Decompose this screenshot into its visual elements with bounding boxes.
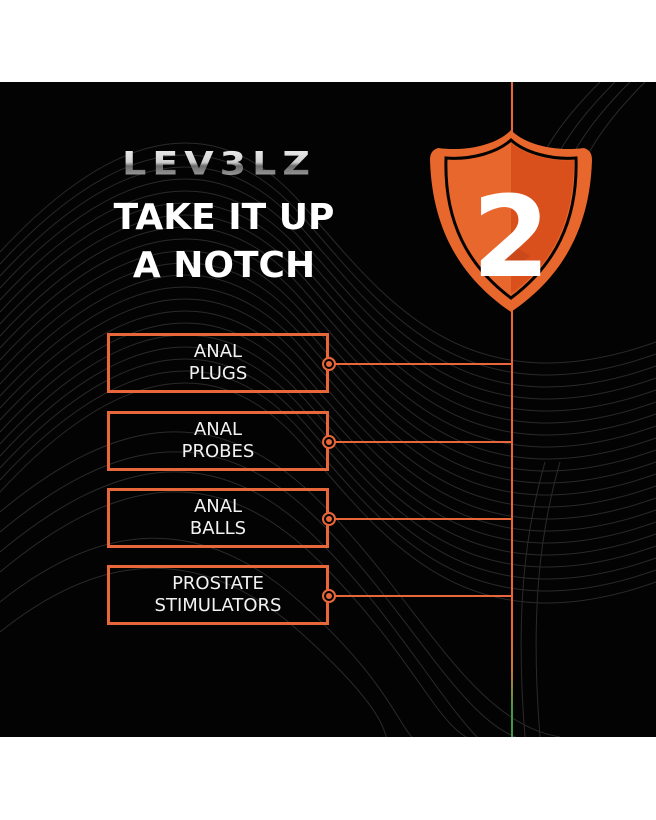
category-label-line2: BALLS bbox=[189, 518, 247, 539]
node-circle-icon bbox=[322, 512, 336, 526]
category-label-line2: PROBES bbox=[181, 441, 255, 462]
category-box-anal-balls[interactable]: ANAL BALLS bbox=[107, 488, 329, 548]
category-box-prostate-stimulators[interactable]: PROSTATE STIMULATORS bbox=[107, 565, 329, 625]
headline: TAKE IT UP A NOTCH bbox=[94, 194, 354, 290]
connector-line bbox=[331, 363, 512, 365]
category-label-line2: PLUGS bbox=[188, 363, 248, 384]
node-circle-icon bbox=[322, 435, 336, 449]
connector-line bbox=[331, 595, 512, 597]
headline-line-1: TAKE IT UP bbox=[113, 197, 335, 238]
category-box-anal-plugs[interactable]: ANAL PLUGS bbox=[107, 333, 329, 393]
svg-text:2: 2 bbox=[472, 173, 550, 303]
category-label-line1: ANAL bbox=[193, 341, 243, 362]
category-label-line1: PROSTATE bbox=[172, 573, 264, 594]
category-label-line1: ANAL bbox=[193, 496, 243, 517]
brand-logo: LEV3LZ bbox=[122, 145, 316, 183]
node-circle-icon bbox=[322, 357, 336, 371]
headline-line-2: A NOTCH bbox=[132, 245, 316, 286]
shield-icon: 2 bbox=[430, 130, 592, 312]
node-circle-icon bbox=[322, 589, 336, 603]
svg-text:LEV3LZ: LEV3LZ bbox=[122, 145, 316, 183]
connector-line bbox=[331, 518, 512, 520]
category-label-line1: ANAL bbox=[193, 419, 243, 440]
promo-panel: LEV3LZ TAKE IT UP A NOTCH 2 ANAL PLUGS A… bbox=[0, 82, 656, 737]
connector-line bbox=[331, 441, 512, 443]
category-label-line2: STIMULATORS bbox=[154, 595, 282, 616]
category-box-anal-probes[interactable]: ANAL PROBES bbox=[107, 411, 329, 471]
timeline-vertical-line bbox=[511, 82, 513, 737]
wave-line-pattern bbox=[0, 82, 656, 737]
